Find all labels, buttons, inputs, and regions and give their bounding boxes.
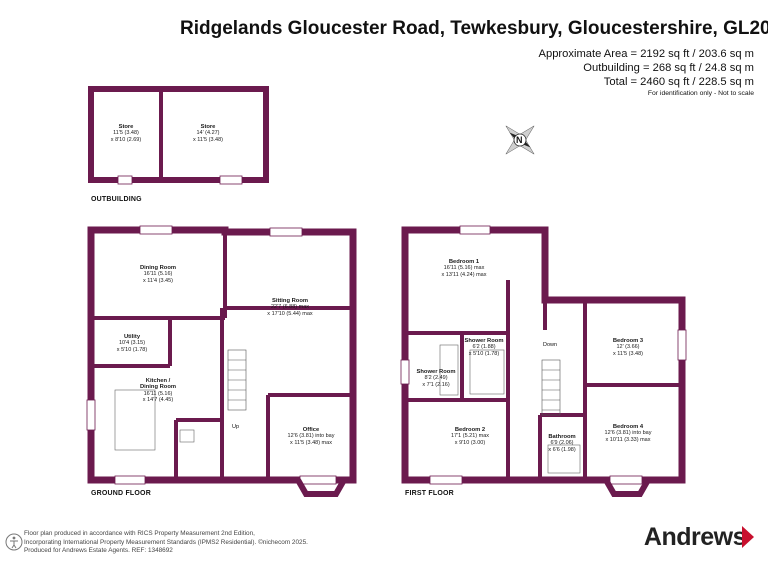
room-bedroom-2: Bedroom 2 17'1 (5.21) max x 9'10 (3.00) — [450, 427, 490, 446]
fixtures — [114, 344, 581, 474]
footer-disclaimer: Floor plan produced in accordance with R… — [24, 530, 308, 555]
room-bedroom-4: Bedroom 4 12'6 (3.81) into bay x 10'11 (… — [604, 424, 652, 443]
ground-floor-walls — [87, 226, 357, 484]
compass-north-label: N — [516, 135, 523, 145]
room-shower-1: Shower Room 8'2 (2.49) x 7'1 (2.16) — [416, 369, 456, 388]
first-floor-label: FIRST FLOOR — [405, 490, 454, 497]
staircases — [227, 349, 561, 416]
room-shower-2: Shower Room 6'2 (1.88) x 5'10 (1.78) — [464, 338, 504, 357]
room-kitchen-dining: Kitchen / Dining Room 16'11 (5.16) x 14'… — [139, 378, 177, 404]
brand-logo-text: Andrews — [643, 523, 747, 551]
compass-rose — [505, 125, 535, 155]
area-summary: Approximate Area = 2192 sq ft / 203.6 sq… — [539, 47, 754, 89]
bay-windows — [295, 478, 651, 497]
room-store-1: Store 11'5 (3.48) x 8'10 (2.69) — [110, 124, 142, 143]
room-bedroom-1: Bedroom 1 16'11 (5.16) max x 13'11 (4.24… — [441, 259, 487, 278]
area-total: Total = 2460 sq ft / 228.5 sq m — [603, 76, 754, 88]
page-title: Ridgelands Gloucester Road, Tewkesbury, … — [180, 18, 768, 39]
first-floor-internal-walls — [408, 280, 679, 477]
area-approximate: Approximate Area = 2192 sq ft / 203.6 sq… — [538, 48, 754, 60]
ground-floor-internal-walls — [94, 232, 350, 477]
room-utility: Utility 10'4 (3.15) x 5'10 (1.78) — [116, 334, 148, 353]
stairs-down-label: Down — [543, 342, 558, 348]
room-office: Office 12'6 (3.81) into bay x 11'5 (3.48… — [287, 427, 335, 446]
outbuilding-walls — [88, 86, 269, 183]
brand-arrow-icon — [742, 526, 754, 548]
room-sitting: Sitting Room 22'7 (6.88) max x 17'10 (5.… — [267, 298, 313, 317]
openings — [86, 175, 687, 485]
room-bedroom-3: Bedroom 3 12' (3.66) x 11'5 (3.48) — [612, 338, 644, 357]
first-floor-walls — [401, 226, 686, 484]
ground-floor-label: GROUND FLOOR — [91, 490, 151, 497]
stairs-up-label: Up — [232, 424, 240, 430]
room-dining: Dining Room 16'11 (5.16) x 11'4 (3.45) — [139, 265, 177, 284]
accessibility-icon — [5, 533, 23, 551]
outbuilding-label: OUTBUILDING — [91, 196, 142, 203]
area-outbuilding: Outbuilding = 268 sq ft / 24.8 sq m — [583, 62, 754, 74]
room-store-2: Store 14' (4.27) x 11'5 (3.48) — [193, 124, 223, 143]
scale-note: For identification only - Not to scale — [647, 90, 754, 97]
room-bathroom: Bathroom 6'9 (2.06) x 6'6 (1.98) — [548, 434, 576, 453]
